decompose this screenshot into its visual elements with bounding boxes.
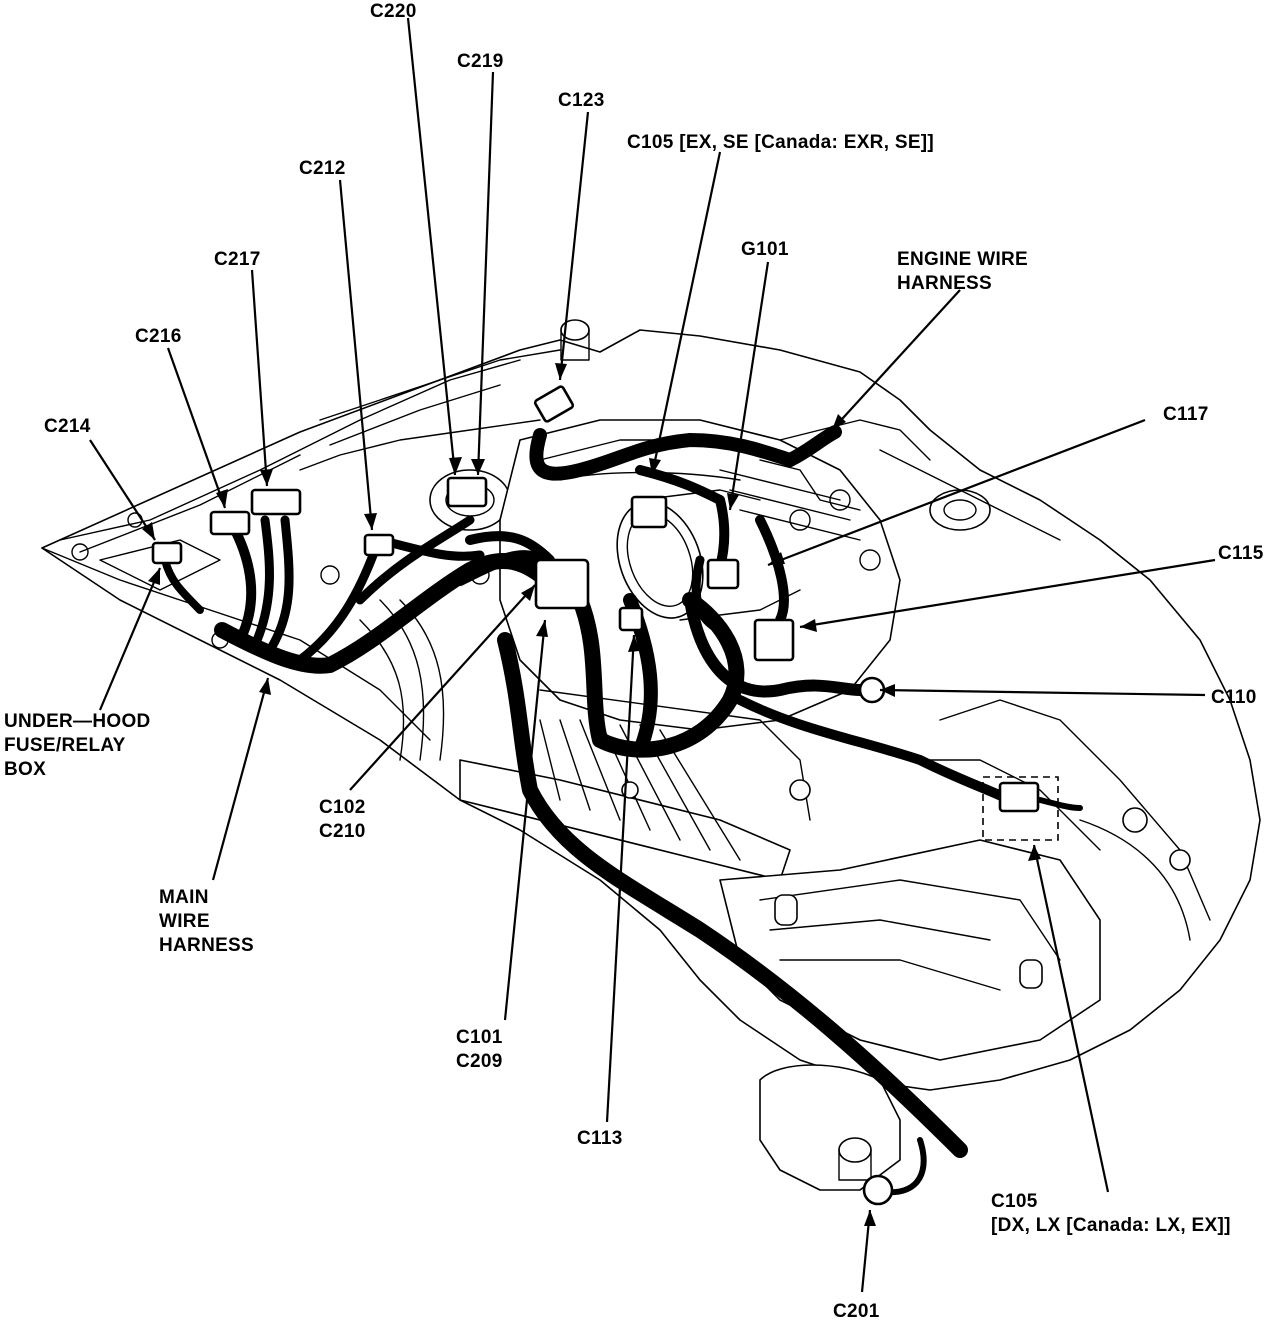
label-c105-top: C105 [EX, SE [Canada: EXR, SE]] (627, 132, 935, 153)
label-c101-c209: C101 C209 (456, 1027, 503, 1072)
label-c220: C220 (370, 1, 417, 22)
label-c110: C110 (1211, 687, 1257, 708)
label-c115: C115 (1218, 543, 1264, 564)
label-c201: C201 (833, 1301, 880, 1322)
label-c117: C117 (1163, 404, 1209, 425)
arrowheads (142, 363, 1041, 1226)
label-c212: C212 (299, 158, 346, 179)
connector-c217 (250, 488, 302, 516)
label-c105-bottom: C105 [DX, LX [Canada: LX, EX]] (991, 1191, 1231, 1236)
connector-c219-c220 (446, 476, 488, 508)
connector-c117 (706, 558, 740, 590)
label-main-wire-harness: MAIN WIRE HARNESS (159, 887, 255, 956)
label-c102-c210: C102 C210 (319, 797, 366, 842)
connector-c201 (862, 1174, 894, 1206)
connector-c115 (753, 618, 795, 662)
connector-c123 (533, 385, 575, 423)
connector-c101-c102 (534, 558, 590, 610)
label-c216: C216 (135, 326, 182, 347)
label-c217: C217 (214, 249, 261, 270)
label-c123: C123 (558, 90, 605, 111)
label-under-hood-fuse-relay-box: UNDER—HOOD FUSE/RELAY BOX (4, 711, 151, 780)
connector-c113 (618, 606, 644, 632)
connector-c214 (151, 541, 183, 565)
c105-dashed-box (982, 776, 1059, 841)
connector-c216 (209, 510, 251, 536)
connector-c105-bottom (998, 781, 1040, 813)
label-c113: C113 (577, 1128, 623, 1149)
connectors (151, 385, 1059, 1206)
leader-lines (89, 17, 1216, 1293)
label-engine-wire-harness: ENGINE WIRE HARNESS (897, 249, 1029, 294)
label-c214: C214 (44, 416, 91, 437)
label-g101: G101 (741, 239, 789, 260)
connector-c212 (363, 533, 395, 557)
label-c219: C219 (457, 51, 504, 72)
connector-c105-top (630, 495, 668, 529)
